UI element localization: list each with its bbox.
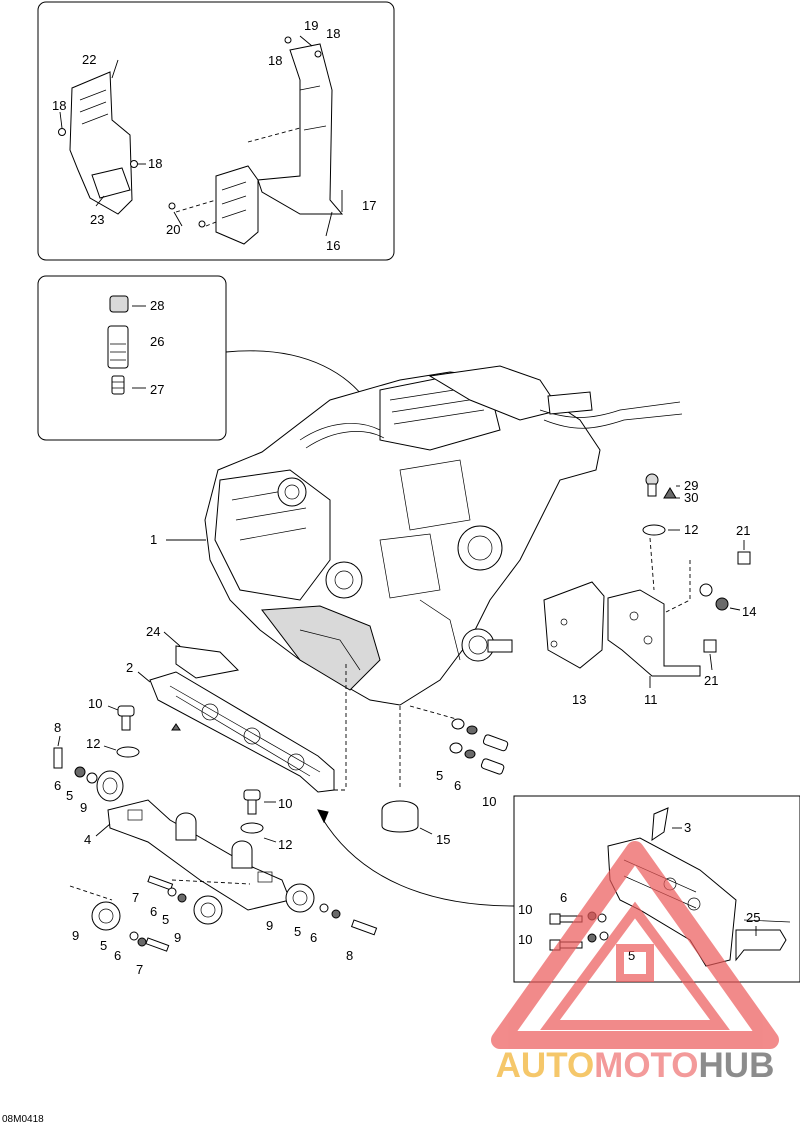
callout-19: 19 [304,18,318,33]
watermark-moto: MOTO [594,1046,699,1085]
callout-24: 24 [146,624,160,639]
engine-assembly: 1 [150,365,683,706]
callout-5-b: 5 [162,912,169,927]
callout-9-d: 9 [266,918,273,933]
callout-12-a: 12 [86,736,100,751]
watermark-logo [491,841,779,1049]
callout-13: 13 [572,692,586,707]
callout-5-a: 5 [66,788,73,803]
callout-6-a: 6 [54,778,61,793]
callout-6-d: 6 [310,930,317,945]
callout-18-a: 18 [52,98,66,113]
callout-29: 29 [684,478,698,493]
callout-18-d: 18 [268,53,282,68]
callout-7-a: 7 [132,890,139,905]
callout-9-c: 9 [174,930,181,945]
callout-16: 16 [326,238,340,253]
watermark-hub: HUB [698,1046,775,1085]
callout-4: 4 [84,832,91,847]
callout-14: 14 [742,604,756,619]
callout-18-c: 18 [326,26,340,41]
callout-12-c: 12 [684,522,698,537]
mount-plate-assembly: 29 30 12 21 13 11 14 21 [543,473,756,707]
callout-28: 28 [150,298,164,313]
callout-6-b: 6 [150,904,157,919]
callout-5-d: 5 [294,924,301,939]
callout-3: 3 [684,820,691,835]
callout-17: 17 [362,198,376,213]
callout-9-a: 9 [80,800,87,815]
callout-15: 15 [436,832,450,847]
fasteners-engine-mount: 5 6 10 15 [317,705,515,907]
callout-26: 26 [150,334,164,349]
callout-8-b: 8 [346,948,353,963]
inset-top-brackets: 22 18 18 23 19 18 18 17 20 16 [37,1,395,261]
callout-10-d: 10 [518,902,532,917]
fasteners-left: 10 12 8 6 5 9 10 12 9 9 9 [53,696,378,977]
callout-6-e: 6 [454,778,461,793]
callout-10-e: 10 [518,932,532,947]
callout-8-a: 8 [54,720,61,735]
callout-27: 27 [150,382,164,397]
callout-21-a: 21 [736,523,750,538]
callout-5-f: 5 [628,948,635,963]
callout-9-b: 9 [72,928,79,943]
callout-10-b: 10 [278,796,292,811]
callout-21-b: 21 [704,673,718,688]
callout-6-c: 6 [114,948,121,963]
callout-10-a: 10 [88,696,102,711]
callout-20: 20 [166,222,180,237]
callout-11: 11 [644,692,658,707]
callout-18-b: 18 [148,156,162,171]
callout-12-b: 12 [278,837,292,852]
callout-25: 25 [746,910,760,925]
callout-7-b: 7 [136,962,143,977]
callout-23: 23 [90,212,104,227]
callout-1: 1 [150,532,157,547]
callout-22: 22 [82,52,96,67]
callout-10-c: 10 [482,794,496,809]
callout-6-f: 6 [560,890,567,905]
callout-5-e: 5 [436,768,443,783]
watermark-auto: AUTO [495,1046,595,1085]
callout-30: 30 [684,490,698,505]
lower-mount-assembly: 24 2 4 [84,624,347,911]
callout-5-c: 5 [100,938,107,953]
watermark-text: AUTOMOTOHUB [470,1046,800,1086]
callout-2: 2 [126,660,133,675]
figure-code: 08M0418 [2,1114,44,1125]
